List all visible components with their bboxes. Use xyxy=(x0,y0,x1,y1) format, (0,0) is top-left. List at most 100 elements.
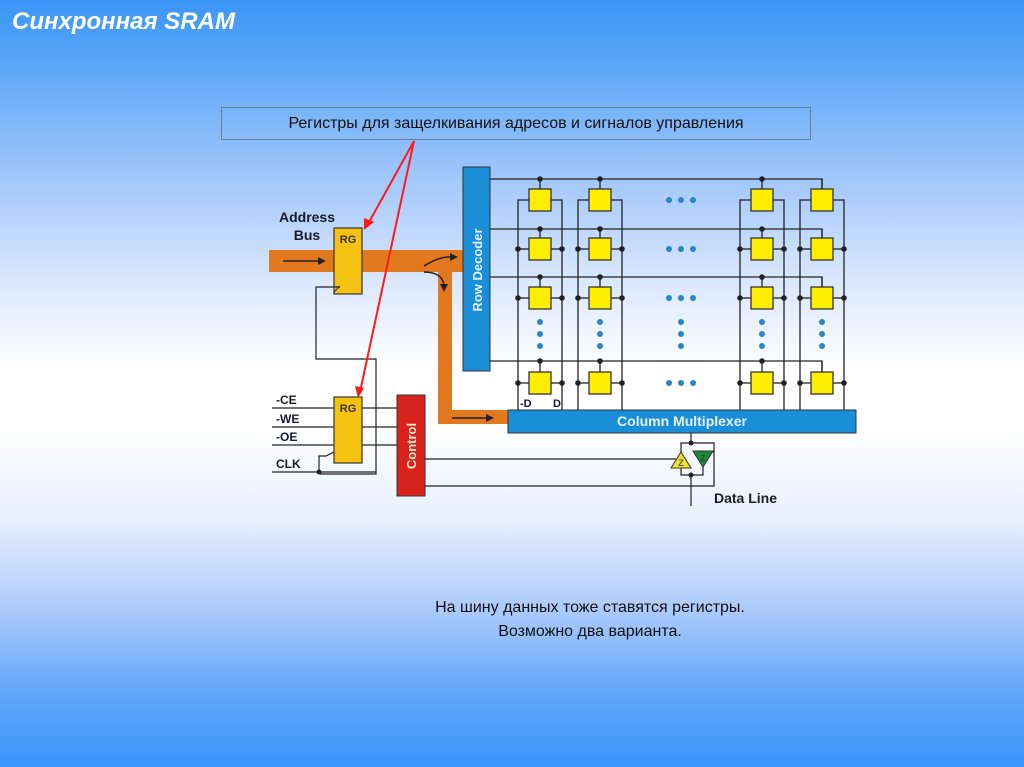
bit-line-node xyxy=(841,246,847,252)
bus-split-arrow-right xyxy=(423,256,453,267)
horizontal-ellipsis-dot xyxy=(690,380,696,386)
bit-line-node xyxy=(515,380,521,386)
memory-cell xyxy=(588,188,612,212)
word-line-node xyxy=(597,176,603,182)
bit-line-node xyxy=(797,380,803,386)
bit-line-pos xyxy=(550,199,563,410)
bit-line-pos xyxy=(610,199,623,410)
address-bus-vertical xyxy=(438,262,452,424)
vertical-ellipsis-dot xyxy=(759,331,765,337)
control-to-tristate-out xyxy=(425,451,715,487)
word-line-node xyxy=(597,274,603,280)
bitline-neg-label: -D xyxy=(520,398,532,410)
horizontal-ellipsis-dot xyxy=(678,246,684,252)
memory-cell xyxy=(528,286,552,310)
row-decoder: Row Decoder xyxy=(462,166,491,372)
annotation-arrowhead-address xyxy=(364,218,374,230)
annotation-arrow-address-register xyxy=(367,140,415,225)
vertical-ellipsis-dot xyxy=(678,343,684,349)
memory-cell xyxy=(528,188,552,212)
address-label: Address xyxy=(279,209,335,225)
control-register: RG xyxy=(333,396,363,464)
vertical-ellipsis-dot xyxy=(759,343,765,349)
bit-line-node xyxy=(515,246,521,252)
bit-line-node xyxy=(841,380,847,386)
memory-cell xyxy=(810,371,834,395)
vertical-ellipsis-dot xyxy=(819,343,825,349)
tristate-buffer-in-icon xyxy=(670,451,692,469)
control-label: Control xyxy=(404,423,419,469)
tristate-in-label: Z xyxy=(678,458,684,468)
memory-cell xyxy=(588,237,612,261)
horizontal-ellipsis-dot xyxy=(690,197,696,203)
address-bus xyxy=(269,250,510,424)
bit-line-node xyxy=(781,380,787,386)
memory-cell xyxy=(750,371,774,395)
word-line-node xyxy=(537,274,543,280)
memory-cell xyxy=(750,188,774,212)
vertical-ellipsis-dot xyxy=(759,319,765,325)
bit-line-neg xyxy=(517,199,530,410)
word-line-node xyxy=(537,176,543,182)
tristate-buffer-out-icon xyxy=(692,450,714,468)
memory-cell xyxy=(528,237,552,261)
column-mux-label: Column Multiplexer xyxy=(617,413,747,429)
memory-cell xyxy=(588,286,612,310)
memory-cell xyxy=(810,286,834,310)
data-line-label: Data Line xyxy=(714,490,777,506)
column-multiplexer: Column Multiplexer xyxy=(507,409,857,434)
horizontal-ellipsis-dot xyxy=(690,246,696,252)
memory-cell xyxy=(528,371,552,395)
address-register: RG xyxy=(333,227,363,295)
clk-wire-address xyxy=(315,286,377,475)
address-bus-horizontal xyxy=(269,250,465,272)
row-decoder-label: Row Decoder xyxy=(470,228,485,311)
horizontal-ellipsis-dot xyxy=(678,295,684,301)
bit-line-neg xyxy=(739,199,752,410)
control-register-label: RG xyxy=(340,403,357,415)
vertical-ellipsis-dot xyxy=(537,319,543,325)
tristate-buffers: Z Z xyxy=(670,433,715,506)
word-line-node xyxy=(759,176,765,182)
bus-split-arrow-down xyxy=(423,271,445,286)
vertical-ellipsis-dot xyxy=(537,331,543,337)
bit-line-node xyxy=(559,246,565,252)
bit-line-node xyxy=(781,246,787,252)
memory-cell xyxy=(750,286,774,310)
bit-line-node xyxy=(515,295,521,301)
tristate-out-label: Z xyxy=(701,454,706,463)
bit-line-node xyxy=(619,295,625,301)
annotation-arrows xyxy=(355,140,415,398)
signal-we: -WE xyxy=(276,412,299,426)
bit-line-node xyxy=(737,246,743,252)
word-line-node xyxy=(759,274,765,280)
horizontal-ellipsis-dot xyxy=(690,295,696,301)
note-line-2: Возможно два варианта. xyxy=(498,623,682,640)
bit-line-node xyxy=(575,380,581,386)
bus-label: Bus xyxy=(294,227,321,243)
bit-line-node xyxy=(575,295,581,301)
signal-clk: CLK xyxy=(276,457,301,471)
bit-line-node xyxy=(559,380,565,386)
memory-array xyxy=(490,176,847,410)
word-line-node xyxy=(597,226,603,232)
vertical-ellipsis-dot xyxy=(597,319,603,325)
memory-cell xyxy=(810,237,834,261)
note-line-1: На шину данных тоже ставятся регистры. xyxy=(435,599,745,616)
signal-oe: -OE xyxy=(276,430,297,444)
bit-line-node xyxy=(737,380,743,386)
control-block: Control xyxy=(396,394,426,497)
bit-line-node xyxy=(781,295,787,301)
memory-cell xyxy=(810,188,834,212)
memory-cell xyxy=(588,371,612,395)
word-line-node xyxy=(759,358,765,364)
slide-title: Синхронная SRAM xyxy=(12,8,235,35)
signal-ce: -CE xyxy=(276,393,297,407)
horizontal-ellipsis-dot xyxy=(666,295,672,301)
annotation-arrow-control-register xyxy=(359,140,415,393)
vertical-ellipsis-dot xyxy=(537,343,543,349)
word-line-node xyxy=(759,226,765,232)
address-register-label: RG xyxy=(340,234,357,246)
bit-line-node xyxy=(559,295,565,301)
